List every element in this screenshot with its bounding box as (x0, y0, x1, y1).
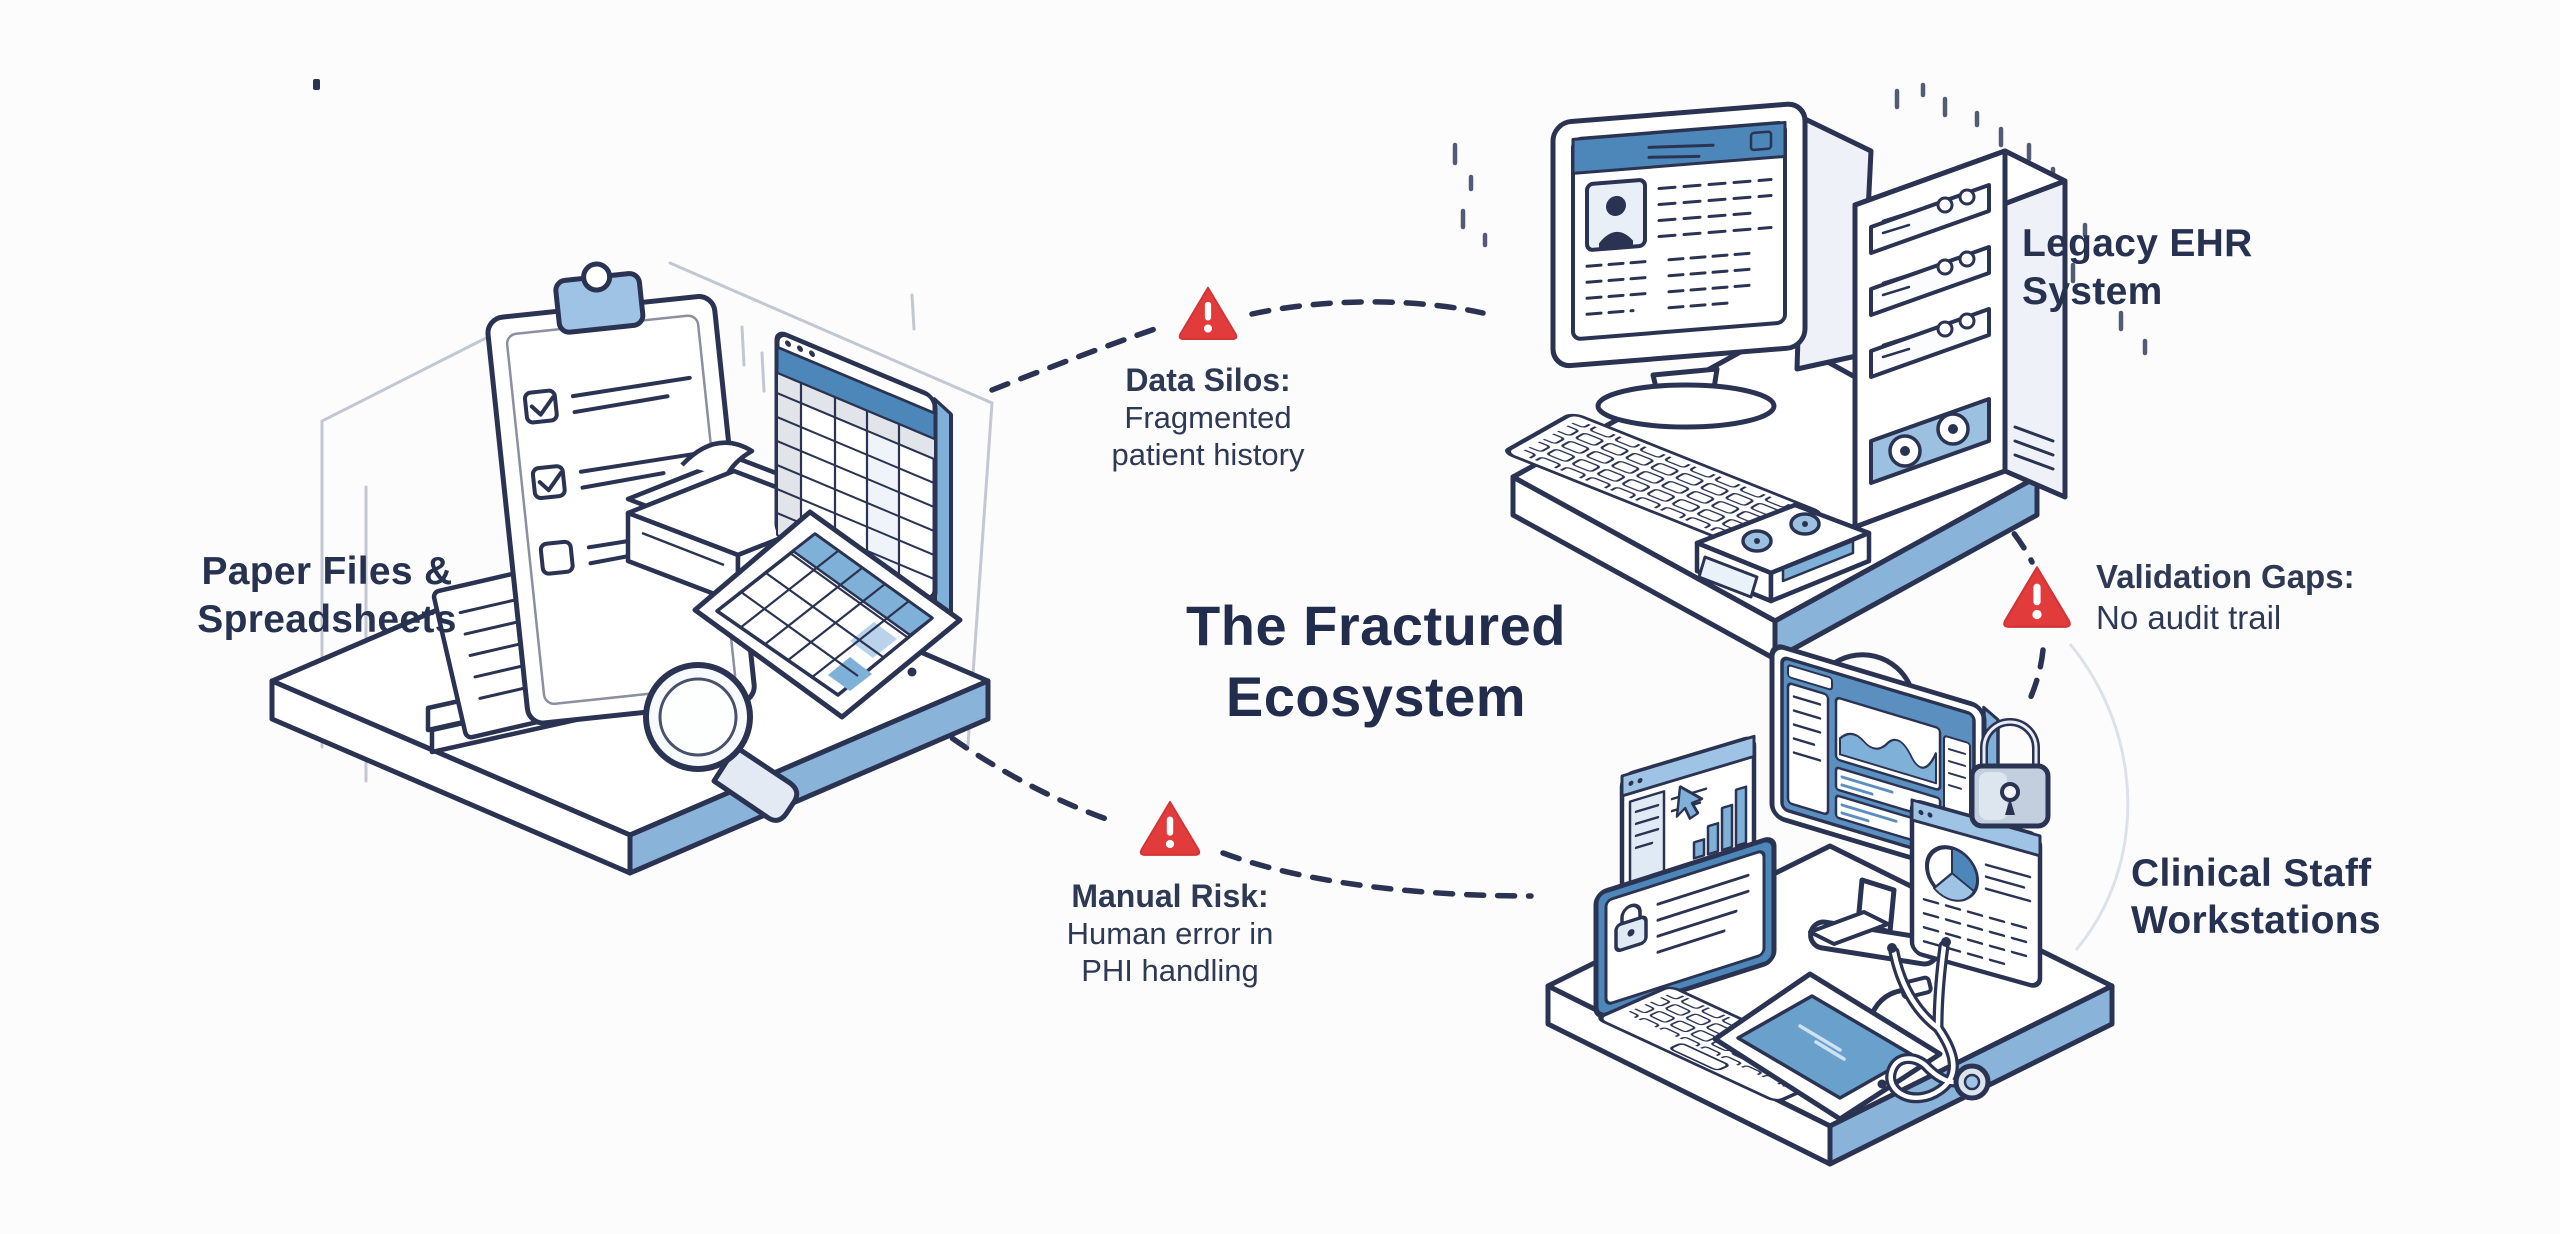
tablet-spreadsheet (692, 509, 963, 720)
warning-manual-risk: Manual Risk: Human error in PHI handling (990, 797, 1350, 989)
connector-paper-to-ehr-a (989, 325, 1161, 393)
clinical-tablet (1712, 971, 1943, 1122)
warning-validation-gaps: Validation Gaps: No audit trail (2000, 556, 2430, 638)
warning-data-silos: Data Silos: Fragmented patient history (1030, 283, 1386, 473)
label-legacy-ehr: Legacy EHR System (2022, 220, 2253, 316)
cursor-icon (1675, 785, 1704, 820)
tape-cartridge (1694, 502, 1872, 604)
alert-triangle-icon (1139, 800, 1201, 856)
label-paper-files: Paper Files & Spreadsheets (113, 548, 541, 644)
magnifier-icon (643, 662, 800, 823)
label-clinical-staff-line2: Workstations (2131, 899, 2381, 942)
warning-validation-gaps-heading: Validation Gaps: (2096, 558, 2355, 595)
label-legacy-ehr-line2: System (2022, 270, 2163, 313)
label-paper-files-line2: Spreadsheets (197, 598, 457, 641)
page-title-line2: Ecosystem (1225, 664, 1527, 728)
alert-triangle-icon (2003, 566, 2071, 628)
connector-paper-to-ehr-b (1249, 299, 1486, 317)
label-clinical-staff: Clinical Staff Workstations (2131, 850, 2381, 944)
warning-data-silos-line1: Fragmented (1124, 400, 1292, 435)
connector-clinical-to-paper-b (1220, 850, 1534, 899)
warning-manual-risk-heading: Manual Risk: (1071, 878, 1269, 914)
phone (1808, 910, 1890, 946)
server-tower (1852, 148, 2068, 530)
page-title: The Fractured Ecosystem (1070, 590, 1682, 732)
warning-manual-risk-line2: PHI handling (1081, 953, 1259, 988)
legacy-ehr-illustration (1445, 82, 2245, 685)
stray-mark (313, 79, 320, 90)
warning-manual-risk-text: Manual Risk: Human error in PHI handling (1067, 878, 1274, 989)
alert-triangle-icon (1178, 286, 1238, 341)
label-clinical-staff-line1: Clinical Staff (2131, 852, 2372, 895)
label-paper-files-line1: Paper Files & (201, 550, 453, 593)
clinical-workstations-illustration (1510, 614, 2410, 1234)
connector-ehr-to-clinical-b (2023, 647, 2046, 711)
warning-manual-risk-line1: Human error in (1066, 916, 1274, 951)
warning-data-silos-text: Data Silos: Fragmented patient history (1112, 362, 1305, 473)
warning-validation-gaps-text: Validation Gaps: No audit trail (2096, 556, 2355, 638)
label-legacy-ehr-line1: Legacy EHR (2022, 222, 2253, 265)
warning-data-silos-line2: patient history (1111, 437, 1305, 472)
sketch-arc (2068, 643, 2130, 951)
warning-data-silos-heading: Data Silos: (1125, 362, 1291, 398)
trend-chart (1839, 732, 1937, 785)
page-title-line1: The Fractured (1186, 593, 1566, 657)
warning-validation-gaps-line1: No audit trail (2096, 599, 2282, 636)
paper-files-illustration (170, 225, 1130, 876)
padlock-icon (1969, 718, 2051, 829)
stethoscope (1885, 937, 1991, 1104)
